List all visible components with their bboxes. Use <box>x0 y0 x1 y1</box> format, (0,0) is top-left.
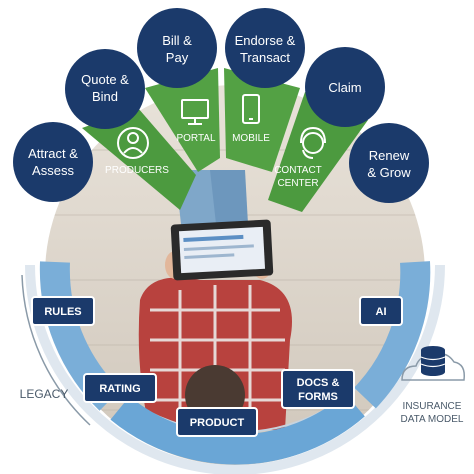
node-label-line1: Endorse & <box>235 33 296 48</box>
lifecycle-node-endorse[interactable]: Endorse & Transact <box>225 8 305 88</box>
lifecycle-node-claim[interactable]: Claim <box>305 47 385 127</box>
producers-icon <box>117 127 149 159</box>
node-label-line2: Transact <box>240 50 290 65</box>
node-label-line2: Assess <box>32 163 74 178</box>
lifecycle-node-renew[interactable]: Renew & Grow <box>349 123 429 203</box>
database-icon <box>401 346 466 381</box>
contact-label-line1: CONTACT <box>274 165 322 176</box>
mobile-wedge[interactable] <box>224 68 300 172</box>
data-model-label-line1: INSURANCE <box>403 401 462 412</box>
portal-wedge[interactable] <box>145 68 220 172</box>
node-label-line2: & Grow <box>367 165 411 180</box>
headset-icon <box>300 126 326 159</box>
portal-icon <box>181 99 209 125</box>
lifecycle-node-attract[interactable]: Attract & Assess <box>13 122 93 202</box>
component-ai[interactable]: AI <box>359 296 403 326</box>
node-label-line2: Pay <box>166 50 189 65</box>
mobile-icon <box>242 94 260 124</box>
component-product[interactable]: PRODUCT <box>176 407 258 437</box>
component-label: PRODUCT <box>190 417 245 429</box>
node-label-line1: Renew <box>369 148 410 163</box>
producers-wedge[interactable] <box>82 108 196 210</box>
node-label-line1: Quote & <box>81 72 129 87</box>
producers-label: PRODUCERS <box>105 165 169 176</box>
component-label: RULES <box>44 306 81 318</box>
component-label-line1: DOCS & <box>297 377 340 389</box>
lifecycle-node-bill[interactable]: Bill & Pay <box>137 8 217 88</box>
data-model-label-line2: DATA MODEL <box>401 414 464 425</box>
outer-ring-band <box>25 264 445 474</box>
mobile-label: MOBILE <box>232 133 270 144</box>
component-docs-forms[interactable]: DOCS & FORMS <box>281 369 355 409</box>
node-label-line1: Bill & <box>162 33 192 48</box>
lifecycle-node-quote[interactable]: Quote & Bind <box>65 49 145 129</box>
component-rating[interactable]: RATING <box>83 373 157 403</box>
node-label-line1: Claim <box>328 80 361 95</box>
portal-label: PORTAL <box>176 133 216 144</box>
contact-label-line2: CENTER <box>277 178 318 189</box>
component-label-line2: FORMS <box>298 391 338 403</box>
person-illustration <box>138 170 292 430</box>
component-rules[interactable]: RULES <box>31 296 95 326</box>
node-label-line1: Attract & <box>28 146 78 161</box>
component-label: RATING <box>99 383 140 395</box>
node-label-line2: Bind <box>92 89 118 104</box>
legacy-bracket <box>21 274 91 426</box>
component-label: AI <box>376 306 387 318</box>
legacy-label: LEGACY <box>20 387 69 401</box>
